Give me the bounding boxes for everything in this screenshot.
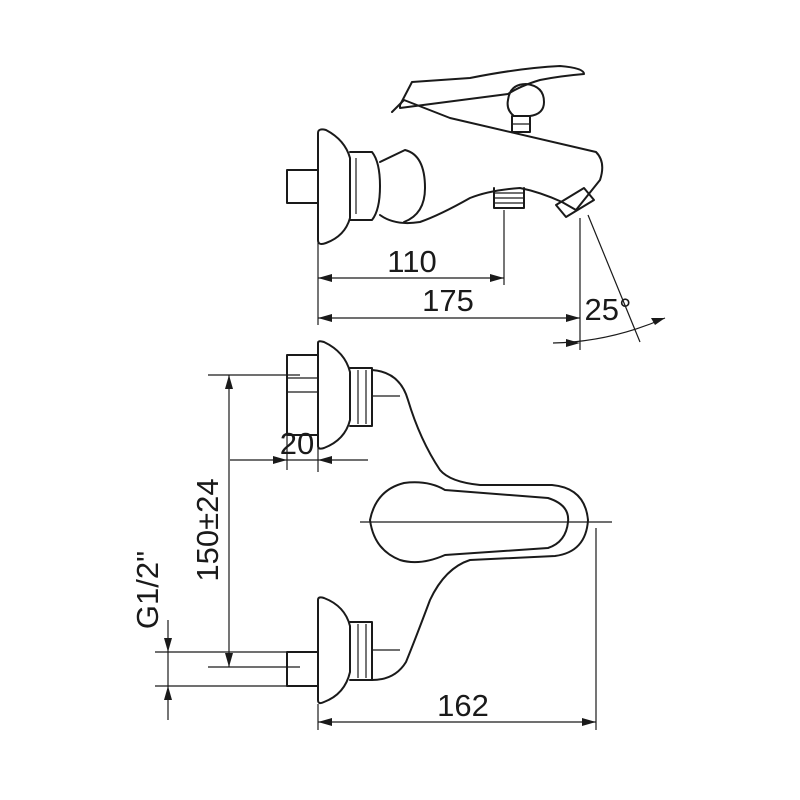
dimension-20: 20 bbox=[280, 426, 314, 461]
side-connector-nut bbox=[349, 151, 381, 221]
side-escutcheon-flange bbox=[317, 128, 351, 245]
upper-connector-nut bbox=[349, 367, 373, 427]
side-diverter-knob bbox=[506, 83, 545, 117]
side-spout-aerator bbox=[555, 187, 595, 218]
dimension-150: 150±24 bbox=[190, 478, 225, 581]
side-mixer-body bbox=[379, 149, 426, 223]
lower-connector-nut bbox=[349, 621, 373, 681]
dimension-110: 110 bbox=[387, 244, 436, 279]
plan-view: 20 150±24 G1/2" 162 bbox=[130, 340, 612, 730]
dimension-162: 162 bbox=[437, 688, 489, 723]
side-main-casting bbox=[379, 99, 604, 225]
dimension-angle: 25° bbox=[585, 292, 632, 327]
dimension-175: 175 bbox=[422, 283, 474, 318]
upper-escutcheon bbox=[317, 340, 351, 450]
dimension-thread: G1/2" bbox=[130, 551, 165, 629]
side-lever-handle bbox=[399, 65, 585, 109]
side-elevation-view: 110 175 25° bbox=[286, 65, 666, 350]
plan-mixer-body bbox=[371, 369, 589, 681]
side-inlet-stub bbox=[286, 169, 319, 204]
lower-escutcheon bbox=[317, 596, 351, 705]
lower-inlet-stub bbox=[286, 651, 319, 687]
upper-inlet-stub bbox=[286, 354, 319, 436]
